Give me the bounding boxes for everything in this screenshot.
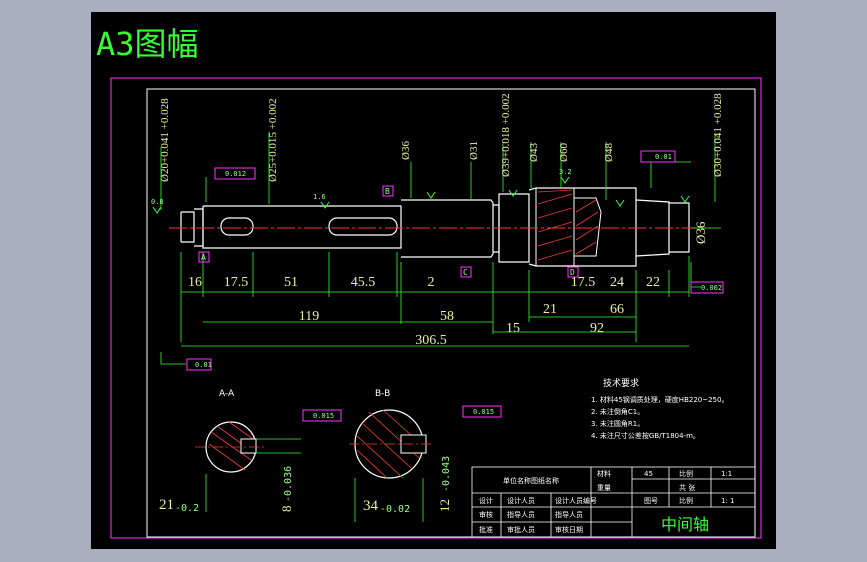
tb-design-val: 设计人员 [507,496,535,505]
dim-51: 51 [284,275,298,290]
gdt-2: 0.01 [195,361,212,369]
tb-scale-val: 1:1 [721,470,732,478]
section-a-key: 8 [279,506,294,513]
outer-frame [110,77,762,539]
tb-approve-val2: 审核日期 [555,525,583,534]
datum-a: A [201,253,206,262]
tb-drawno-val: 比例 [679,496,693,505]
dim-119: 119 [299,309,319,324]
ra-3-2: 3.2 [559,168,572,176]
dia-39: Ø39+0.018 +0.002 [500,93,512,177]
note-3: 3. 未注圆角R1。 [591,419,644,428]
section-a-width-tol: -0.2 [175,503,199,514]
notes-title: 技术要求 [603,377,639,389]
dim-21: 21 [543,302,557,317]
tb-material: 材料 [597,469,611,478]
section-a-width: 21 [159,497,174,513]
dim-17-5b: 17.5 [571,275,596,290]
dim-17-5: 17.5 [224,275,249,290]
tb-scale: 比例 [679,469,693,478]
section-b-width: 34 [363,498,379,514]
tb-ratio: 1: 1 [721,497,735,505]
dim-66: 66 [610,302,624,317]
dia-48: Ø48 [603,143,615,162]
datum-d: D [570,268,575,277]
tb-unit-name: 单位名称图纸名称 [503,476,559,485]
section-b-key-tol: -0.043 [441,456,452,492]
drawing-sheet: A3图幅 [91,12,776,549]
dim-16: 16 [188,275,202,290]
tb-check: 审核 [479,510,493,519]
section-a-label: A-A [219,389,235,399]
diameter-labels: Ø20+0.041 +0.028 Ø25+0.015 +0.002 Ø36 Ø3… [159,93,724,244]
title-block [471,466,756,538]
tb-check-val: 指导人员 [507,510,535,519]
section-a-key-tol: -0.036 [283,466,294,502]
roughness-symbols: 0.8 1.6 3.2 [151,168,690,214]
cad-drawing: A3图幅 [96,25,762,539]
dia-43: Ø43 [528,143,540,162]
tb-approve-val: 审批人员 [507,525,535,534]
gdt-3: 0.002 [701,284,722,292]
tb-material-val: 45 [644,470,653,478]
dia-60: Ø60 [558,143,570,162]
dim-58: 58 [440,309,454,324]
dia-25: Ø25+0.015 +0.002 [267,98,279,182]
gdt-1: 0.012 [225,170,246,178]
note-2: 2. 未注倒角C1。 [591,407,644,416]
dim-306-5: 306.5 [415,333,447,348]
tb-design-val2: 设计人员编号 [555,496,597,505]
gear-section [535,187,602,267]
tb-sheet: 共 张 [679,483,695,492]
ra-0-8: 0.8 [151,198,164,206]
note-1: 1. 材料45钢调质处理，硬度HB220~250。 [591,395,728,404]
tb-drawno: 图号 [644,497,658,505]
dim-24: 24 [610,275,624,290]
sheet-title: A3图幅 [96,25,199,63]
dia-20: Ø20+0.041 +0.028 [159,98,171,182]
dia-31: Ø31 [468,141,480,160]
tb-design: 设计 [479,496,493,505]
keyway-b [328,217,398,236]
datum-b: B [385,187,390,196]
inner-frame [146,88,756,538]
datum-c: C [463,268,468,277]
dim-92: 92 [590,321,604,336]
section-b-key: 12 [437,499,452,512]
section-b-width-tol: -0.02 [380,504,410,515]
dimension-texts: 16 17.5 51 45.5 2 119 58 306.5 15 21 66 … [188,275,660,348]
dim-2: 2 [428,275,435,290]
dimension-lines [160,132,721,365]
section-a-a: A-A 21 -0.2 8 -0.036 [159,389,301,514]
gdt-6: 0.015 [473,408,494,416]
section-b-b: B-B 34 -0.02 12 -0.043 [349,389,452,522]
tb-approve: 批准 [479,525,493,534]
tb-weight: 重量 [597,484,611,492]
tb-part-name: 中间轴 [661,515,709,534]
note-4: 4. 未注尺寸公差按GB/T1804-m。 [591,431,700,440]
tb-check-val2: 指导人员 [555,510,583,519]
gdt-5: 0.015 [313,412,334,420]
shaft-outline [180,187,690,267]
gdt-4: 0.01 [655,153,672,161]
ra-1-6: 1.6 [313,193,326,201]
gdt-frames: 0.012 0.01 0.002 0.01 0.015 0.015 [186,150,724,422]
section-b-label: B-B [375,389,390,399]
dim-15: 15 [506,321,520,336]
dia-36: Ø36 [400,141,412,160]
technical-notes: 技术要求 1. 材料45钢调质处理，硬度HB220~250。 2. 未注倒角C1… [591,377,728,440]
title-block-text: 单位名称图纸名称 材料 45 比例 1:1 重量 共 张 设计 设计人员 设计人… [479,469,735,534]
dim-45-5: 45.5 [351,275,376,290]
dia-right-36: Ø36 [693,221,708,244]
dim-22: 22 [646,275,660,290]
keyway-a [220,217,254,236]
datum-markers: B A C D [198,185,579,278]
dia-30: Ø30+0.041 +0.028 [712,93,724,177]
